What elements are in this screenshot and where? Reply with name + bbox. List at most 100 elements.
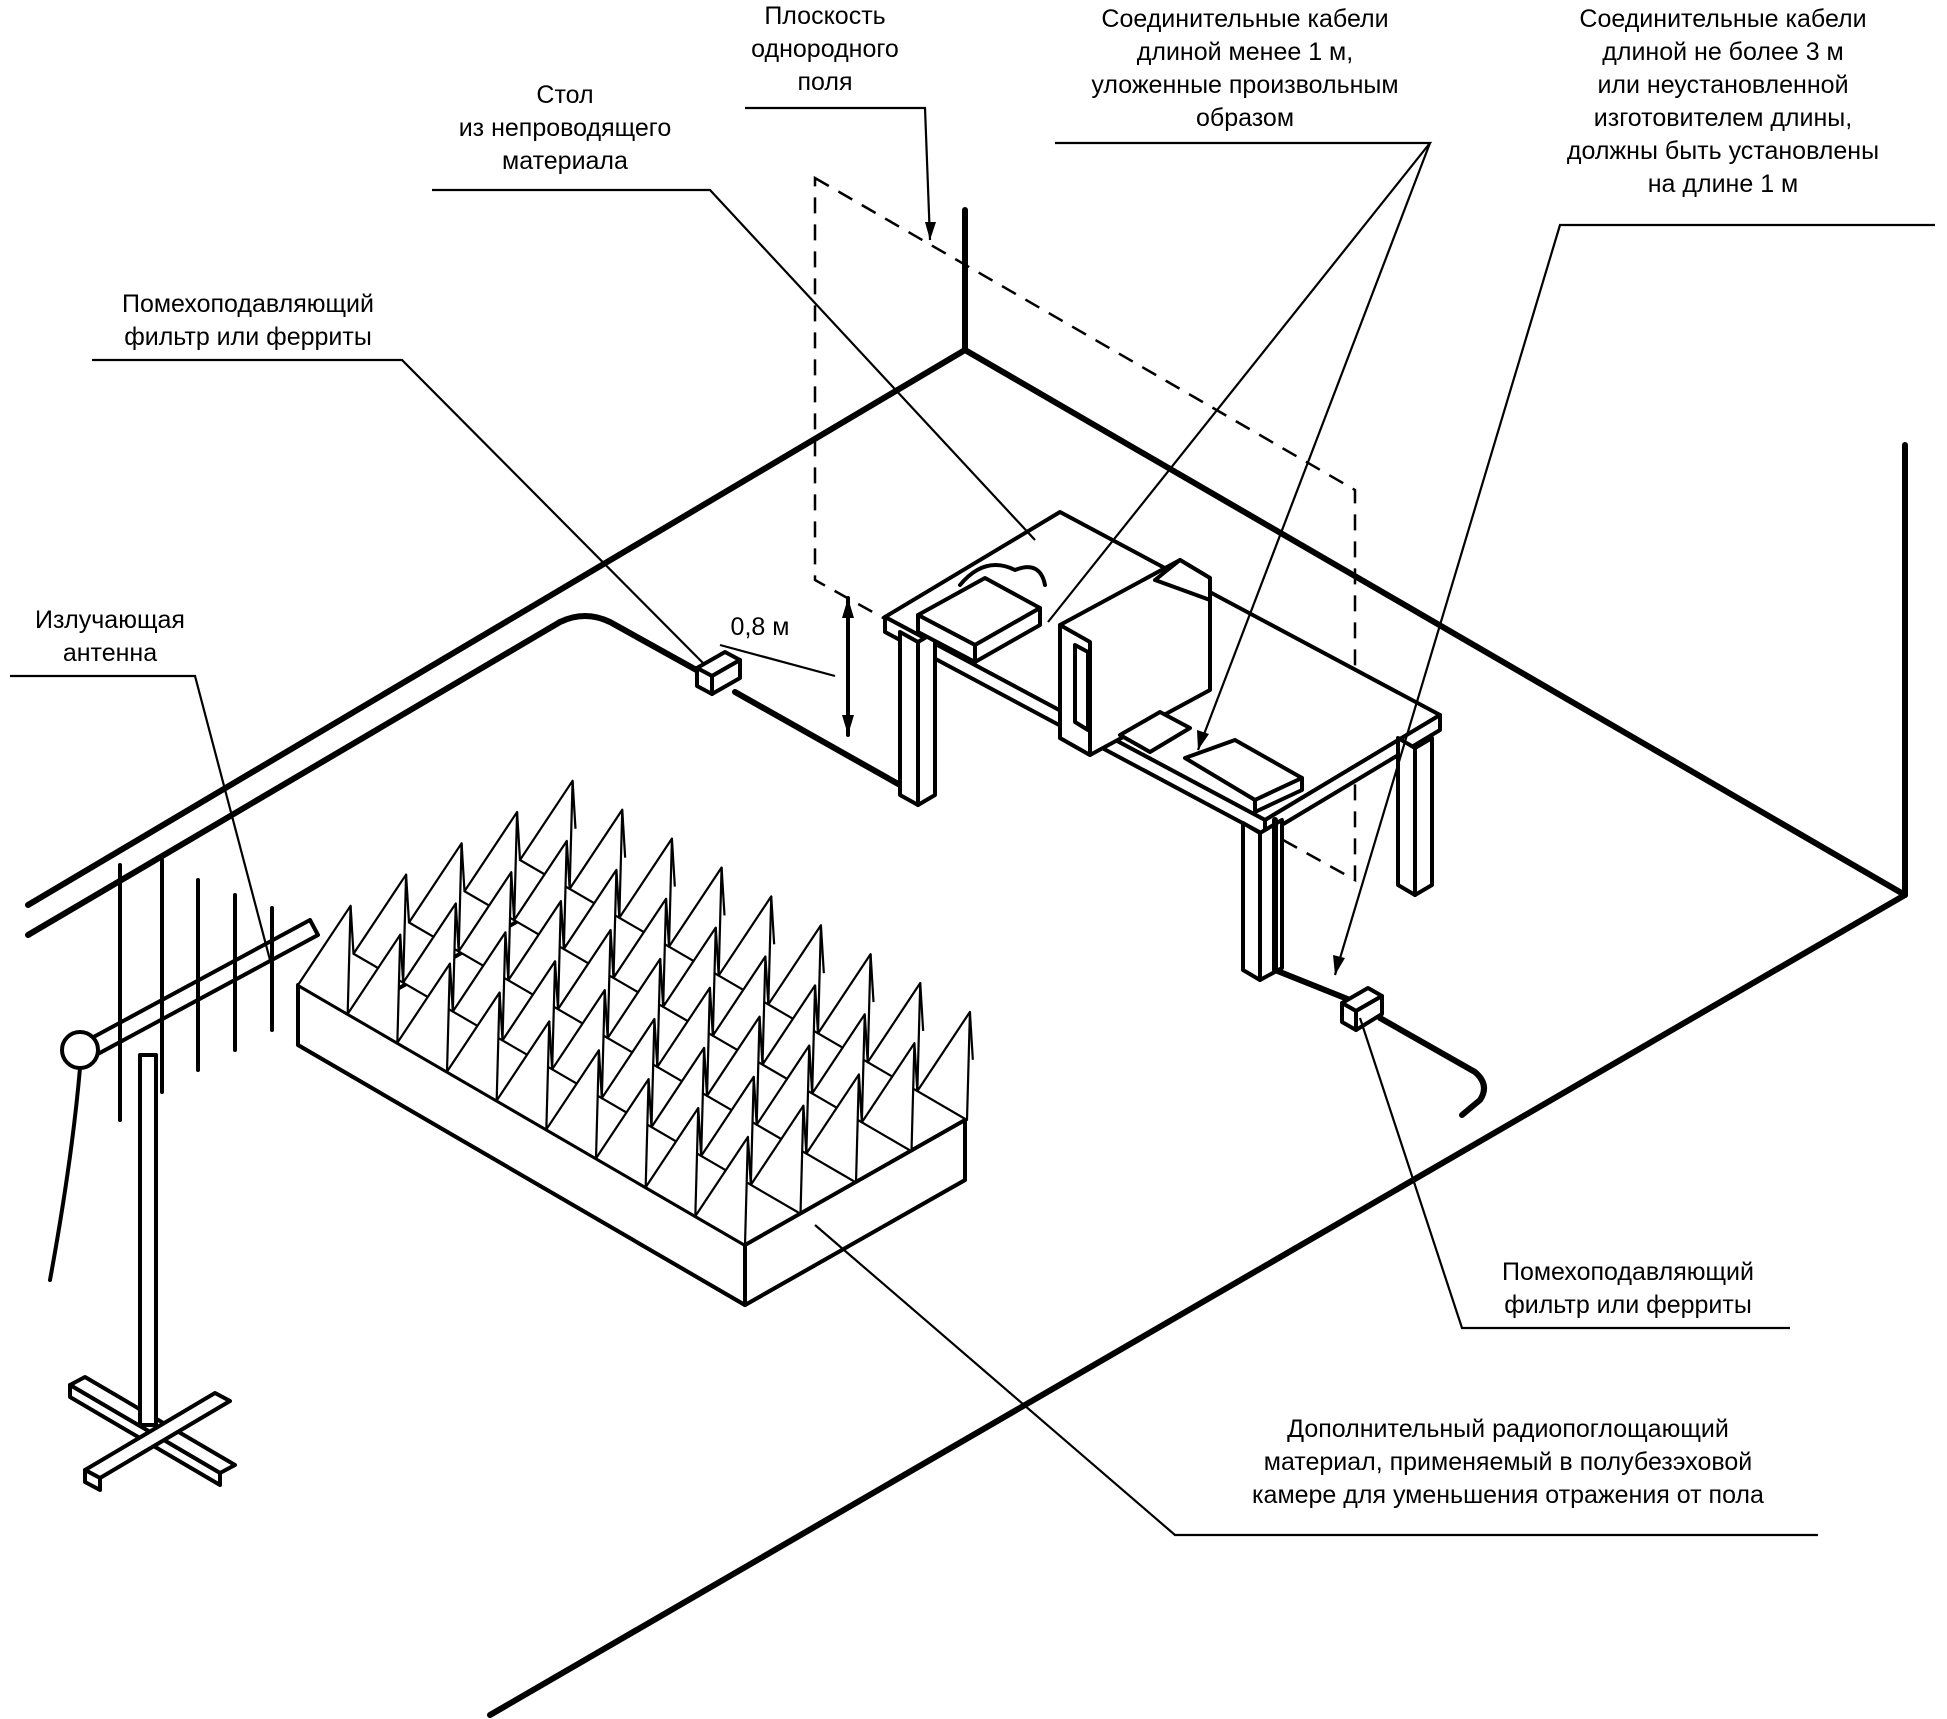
label-table: Стол из непроводящего материала [459,81,672,175]
keyboard [1183,738,1304,814]
filter-box-right [1340,986,1384,1032]
monitor [1058,558,1212,757]
chamber-outline [25,207,1908,1718]
absorber-spike-edge [869,954,875,1003]
svg-text:Помехоподавляющий: Помехоподавляющий [122,290,374,318]
svg-text:фильтр или ферриты: фильтр или ферриты [124,323,372,351]
absorber-spike-edge [448,963,454,1012]
svg-text:фильтр или ферриты: фильтр или ферриты [1504,1291,1752,1319]
absorber-spike-edge [720,867,726,916]
label-cables-short: Соединительные кабели длиной менее 1 м, … [1091,5,1398,132]
svg-text:однородного: однородного [751,35,899,63]
svg-text:или неустановленной: или неустановленной [1597,71,1848,99]
svg-text:материал, применяемый в полубе: материал, применяемый в полубезэховой [1264,1448,1753,1476]
absorber-spike [594,1078,650,1189]
absorber-spike-edge [770,896,776,945]
absorber-spike-edge [621,809,627,858]
label-filter-left: Помехоподавляющий фильтр или ферриты [122,290,374,351]
svg-text:Излучающая: Излучающая [35,606,185,634]
absorber-spike-edge [919,982,925,1032]
absorber-spike-edge [454,903,460,952]
uniform-field-plane [813,175,1357,883]
absorber-spike-edge [752,1076,758,1125]
svg-text:из непроводящего: из непроводящего [459,114,672,142]
absorber-spike-edge [565,840,571,889]
label-filter-right: Помехоподавляющий фильтр или ферриты [1502,1258,1754,1319]
svg-text:должны быть установлены: должны быть установлены [1567,137,1879,165]
absorber-spike [296,904,352,1015]
absorber-spike-edge [808,1045,814,1094]
absorber-spike [694,1135,750,1247]
svg-text:Помехоподавляющий: Помехоподавляющий [1502,1258,1754,1286]
absorber-spike-edge [548,1021,554,1070]
absorber-spike-edge [597,1050,603,1099]
absorber-spike-edge [399,934,405,983]
svg-text:материала: материала [502,147,628,175]
absorber-spike [644,1106,700,1218]
svg-text:камере для уменьшения отражени: камере для уменьшения отражения от пола [1252,1481,1764,1509]
svg-text:поля: поля [797,68,852,96]
absorber-spike-edge [571,780,577,829]
absorber-spike-edge [664,898,671,947]
absorber-spike-edge [609,929,615,978]
absorber-spike-edge [349,905,355,954]
absorber-spike-edge [460,843,466,892]
antenna [48,858,320,1492]
absorber-spike-edge [708,987,714,1036]
absorber-spike-edge [802,1105,808,1154]
absorber-spike [860,1042,916,1153]
svg-text:Соединительные кабели: Соединительные кабели [1101,5,1388,33]
absorber-spike-edge [697,1107,703,1157]
absorber-spike-edge [819,925,825,974]
svg-text:антенна: антенна [63,639,157,667]
absorber-spike-edge [714,927,720,976]
svg-text:Плоскость: Плоскость [764,2,885,30]
absorber-spike-edge [863,1014,869,1063]
absorber-spike-edge [670,838,676,887]
absorber-spike [916,1010,972,1122]
height-dimension [719,596,854,737]
cable-right [1272,817,1487,1118]
svg-text:Дополнительный радиопоглощающи: Дополнительный радиопоглощающий [1287,1415,1729,1443]
absorber-spike [545,1049,601,1160]
absorber-spike-edge [510,872,516,921]
label-cables-long: Соединительные кабели длиной не более 3 … [1567,5,1879,198]
svg-text:изготовителем длины,: изготовителем длины, [1594,104,1852,132]
svg-text:Соединительные кабели: Соединительные кабели [1579,5,1866,33]
absorber-spike-edge [857,1074,863,1123]
absorber-spike-edge [603,990,609,1039]
absorber-spike [396,962,452,1073]
absorber-block [296,779,974,1307]
absorber-spike [749,1104,805,1215]
label-field-plane: Плоскость однородного поля [751,2,899,96]
svg-text:длиной менее 1 м,: длиной менее 1 м, [1137,38,1353,66]
absorber-spike-edge [968,1011,974,1060]
absorber-spike-edge [404,874,411,923]
absorber-spike-edge [553,961,560,1010]
absorber-spike-edge [498,992,504,1041]
absorber-spike [346,933,402,1044]
absorber-spike-edge [746,1136,752,1185]
label-antenna: Излучающая антенна [35,606,185,667]
absorber-spike [445,991,501,1102]
absorber-spike-edge [702,1047,709,1096]
label-height: 0,8 м [731,613,790,641]
absorber-spike-edge [813,985,820,1034]
svg-text:образом: образом [1196,104,1294,132]
printer [916,563,1047,664]
absorber-spike [805,1073,861,1184]
filter-box-left [695,650,742,696]
svg-text:на длине 1 м: на длине 1 м [1648,170,1799,198]
absorber-spike-edge [504,932,510,981]
absorber-spike-edge [659,958,665,1007]
absorber-spike-edge [559,901,565,950]
absorber-spike-edge [758,1016,764,1065]
svg-text:длиной не более 3 м: длиной не более 3 м [1602,38,1843,66]
absorber-spike-edge [647,1079,653,1128]
svg-text:уложенные произвольным: уложенные произвольным [1091,71,1398,99]
svg-text:Стол: Стол [536,81,593,109]
absorber-spike [495,1020,551,1131]
absorber-spike-edge [764,956,770,1005]
label-absorber: Дополнительный радиопоглощающий материал… [1252,1415,1764,1509]
